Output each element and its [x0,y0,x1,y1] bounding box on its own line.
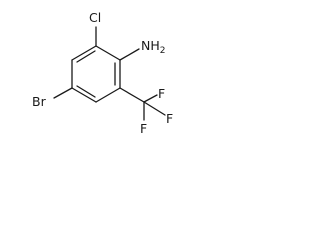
atom-label-f-right: F [166,111,173,126]
atom-label-nh2-subscript: 2 [160,46,166,56]
atom-label-f-bottom: F [140,121,147,136]
ring-bond-c1-c2 [95,45,121,61]
bond-c-f-top [143,94,158,103]
chemical-structure: Cl NH2 Br F F F [32,10,173,136]
ring-bond-c4-c5 [71,87,97,103]
atom-label-nh2: NH2 [141,38,165,56]
bond-c-f-right [143,101,166,116]
bond-c-n [119,48,140,61]
atom-label-nh: NH [141,38,160,53]
ring-bond-c2-c3 [71,45,97,61]
benzene-ring [71,45,121,103]
atom-label-f-top: F [158,86,165,101]
bond-c-br [53,87,73,99]
ring-bond-c5-c6 [95,87,121,103]
ring-double-bond-c2-c3 [76,50,96,63]
bond-c-cf3 [119,87,145,103]
ring-double-bond-c4-c5 [76,85,96,98]
atom-label-br: Br [32,94,47,109]
atom-label-cl: Cl [89,10,101,25]
